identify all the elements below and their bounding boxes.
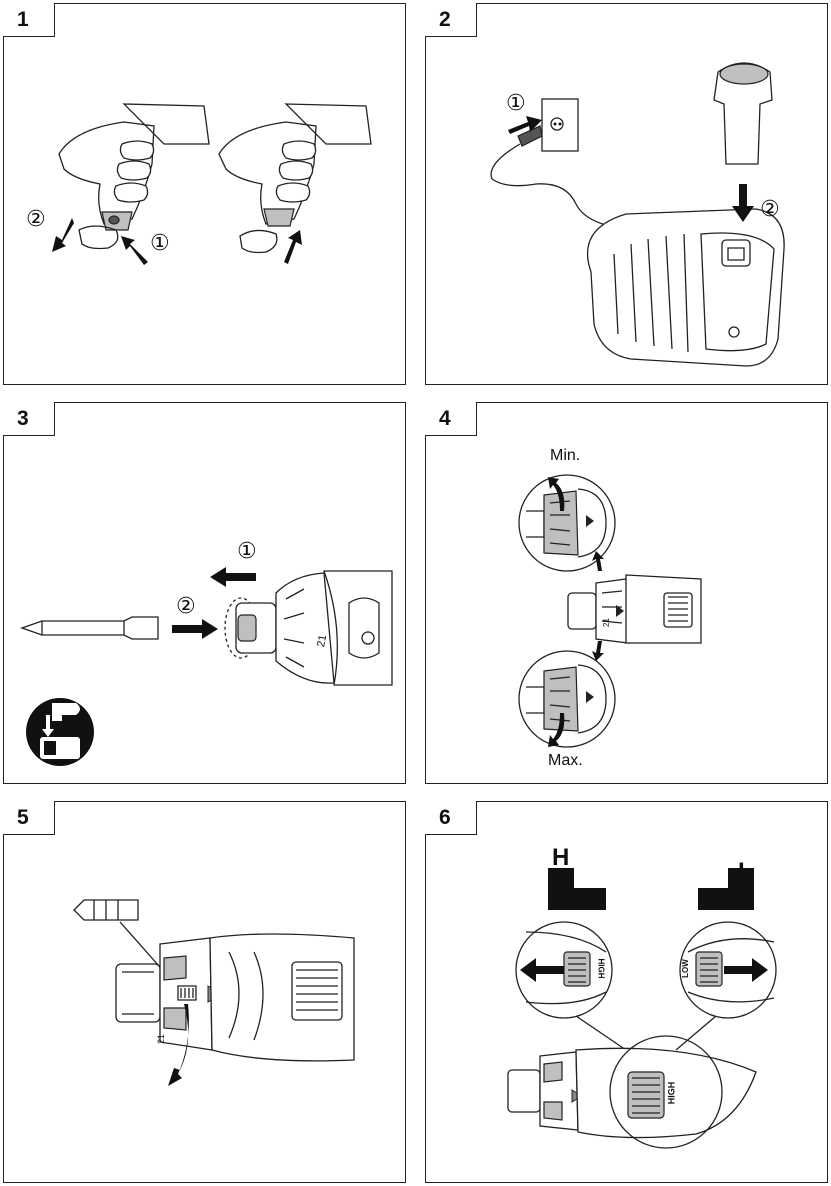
panel-2: 2 ① ② [425,3,828,385]
panel-6: 6 H L HIGH LOW HIGH [425,801,828,1183]
arrow-left-icon [520,958,564,982]
panel-number-tab: 2 [425,3,477,37]
dial-number: 21 [601,618,611,627]
charger-illustration [490,62,785,367]
tool-body [323,570,393,686]
chuck [567,592,597,630]
panel-3: 3 ① ② 21 [3,402,406,784]
panel-number: 3 [17,407,29,430]
step-marker-2: ② [760,197,780,222]
panel-5: 5 21 [3,801,406,1183]
speed-switch-illustration [507,868,777,1149]
max-label: Max. [548,752,583,769]
high-speed-icon [548,868,606,910]
step-marker-1: ① [506,91,526,116]
drill-mode-illustration [73,899,355,1086]
battery-removal-illustration [52,103,372,265]
low-speed-icon [698,868,754,910]
panel-4: 4 Min. Max. 21 [425,402,828,784]
panel-number-tab: 6 [425,801,477,835]
torque-dial-illustration [518,474,702,748]
tool-body [209,933,355,1062]
arrow-right-icon [508,116,542,134]
panel-number: 2 [439,8,451,31]
panel-number-tab: 4 [425,402,477,436]
dial-number: 21 [156,1033,167,1045]
step-marker-1: ① [237,539,257,564]
hand-holding-tool-right [218,103,372,254]
tool-body [575,1047,757,1139]
step-marker-2: ② [176,594,196,619]
chuck [507,1069,541,1113]
panel-number-tab: 3 [3,402,55,436]
panel-number-tab: 1 [3,3,55,37]
arrow-down-icon [732,184,754,222]
panel-number-tab: 5 [3,801,55,835]
switch-label-high-main: HIGH [666,1081,677,1105]
step-marker-2: ② [26,207,46,232]
arrow-left-icon [210,567,256,587]
rotation-arrow-icon [168,1004,189,1086]
switch-label-low: LOW [680,959,690,978]
arrow-down-left-icon [52,218,74,252]
clutch-ring [159,937,213,1051]
hand-holding-tool-left [58,103,210,250]
panel-number: 4 [439,407,451,430]
panel-number: 6 [439,806,451,829]
bit-insertion-illustration [20,567,393,686]
arrow-right-icon [172,619,218,639]
panel-number: 5 [17,806,29,829]
arrow-up-icon [284,230,302,264]
speed-switch [627,1071,665,1119]
magnifier-ring [609,1035,723,1149]
arrow-right-icon [724,958,768,982]
step-marker-1: ① [150,231,170,256]
chuck [115,963,161,1023]
high-speed-letter: H [552,844,570,871]
remove-battery-icon [26,698,94,766]
min-label: Min. [550,447,581,464]
panel-number: 1 [17,8,29,31]
panel-1: 1 ② ① [3,3,406,385]
arrow-up-left-icon [121,236,148,265]
switch-label-high: HIGH [596,958,606,979]
